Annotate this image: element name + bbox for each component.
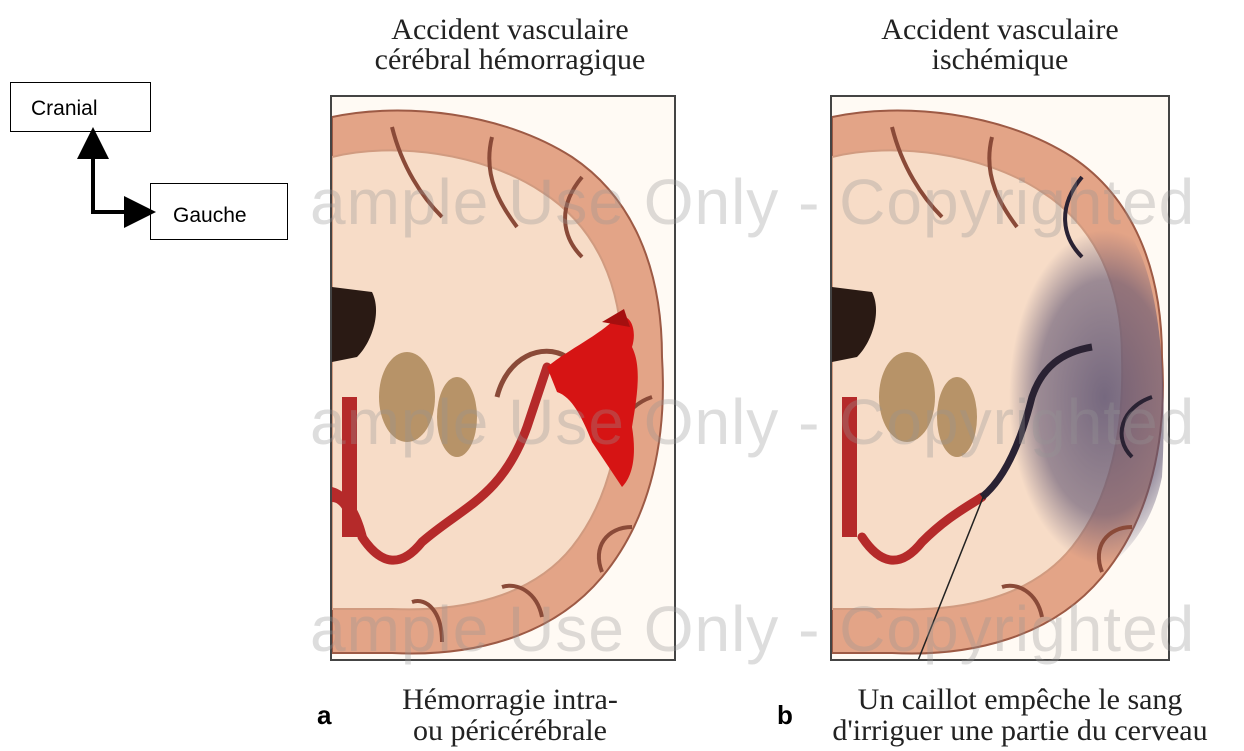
basal-ganglia <box>379 352 435 442</box>
panel-b-caption-line1: Un caillot empêche le sang <box>800 684 1240 715</box>
orientation-arrows <box>0 0 300 260</box>
panel-b-letter: b <box>777 700 793 731</box>
panel-a-title-line1: Accident vasculaire <box>330 15 690 45</box>
panel-a-title-line2: cérébral hémorragique <box>330 45 690 75</box>
panel-b-title: Accident vasculaire ischémique <box>830 15 1170 75</box>
basal-ganglia <box>437 377 477 457</box>
panel-b-illustration <box>830 95 1170 661</box>
basal-ganglia <box>879 352 935 442</box>
panel-a-illustration <box>330 95 676 661</box>
panel-b-title-line2: ischémique <box>830 45 1170 75</box>
artery-vertical <box>842 397 857 537</box>
panel-b-caption-line2: d'irriguer une partie du cerveau <box>800 715 1240 746</box>
ischemic-brain-illustration <box>832 97 1170 661</box>
panel-a-letter: a <box>317 700 331 731</box>
panel-b-caption: Un caillot empêche le sang d'irriguer un… <box>800 684 1240 746</box>
panel-a-caption: Hémorragie intra- ou péricérébrale <box>340 684 680 746</box>
panel-a-caption-line1: Hémorragie intra- <box>340 684 680 715</box>
artery-vertical <box>342 397 357 537</box>
panel-b-title-line1: Accident vasculaire <box>830 15 1170 45</box>
panel-a-title: Accident vasculaire cérébral hémorragiqu… <box>330 15 690 75</box>
panel-a-caption-line2: ou péricérébrale <box>340 715 680 746</box>
ischemic-area <box>952 219 1164 591</box>
hemorrhagic-brain-illustration <box>332 97 676 661</box>
